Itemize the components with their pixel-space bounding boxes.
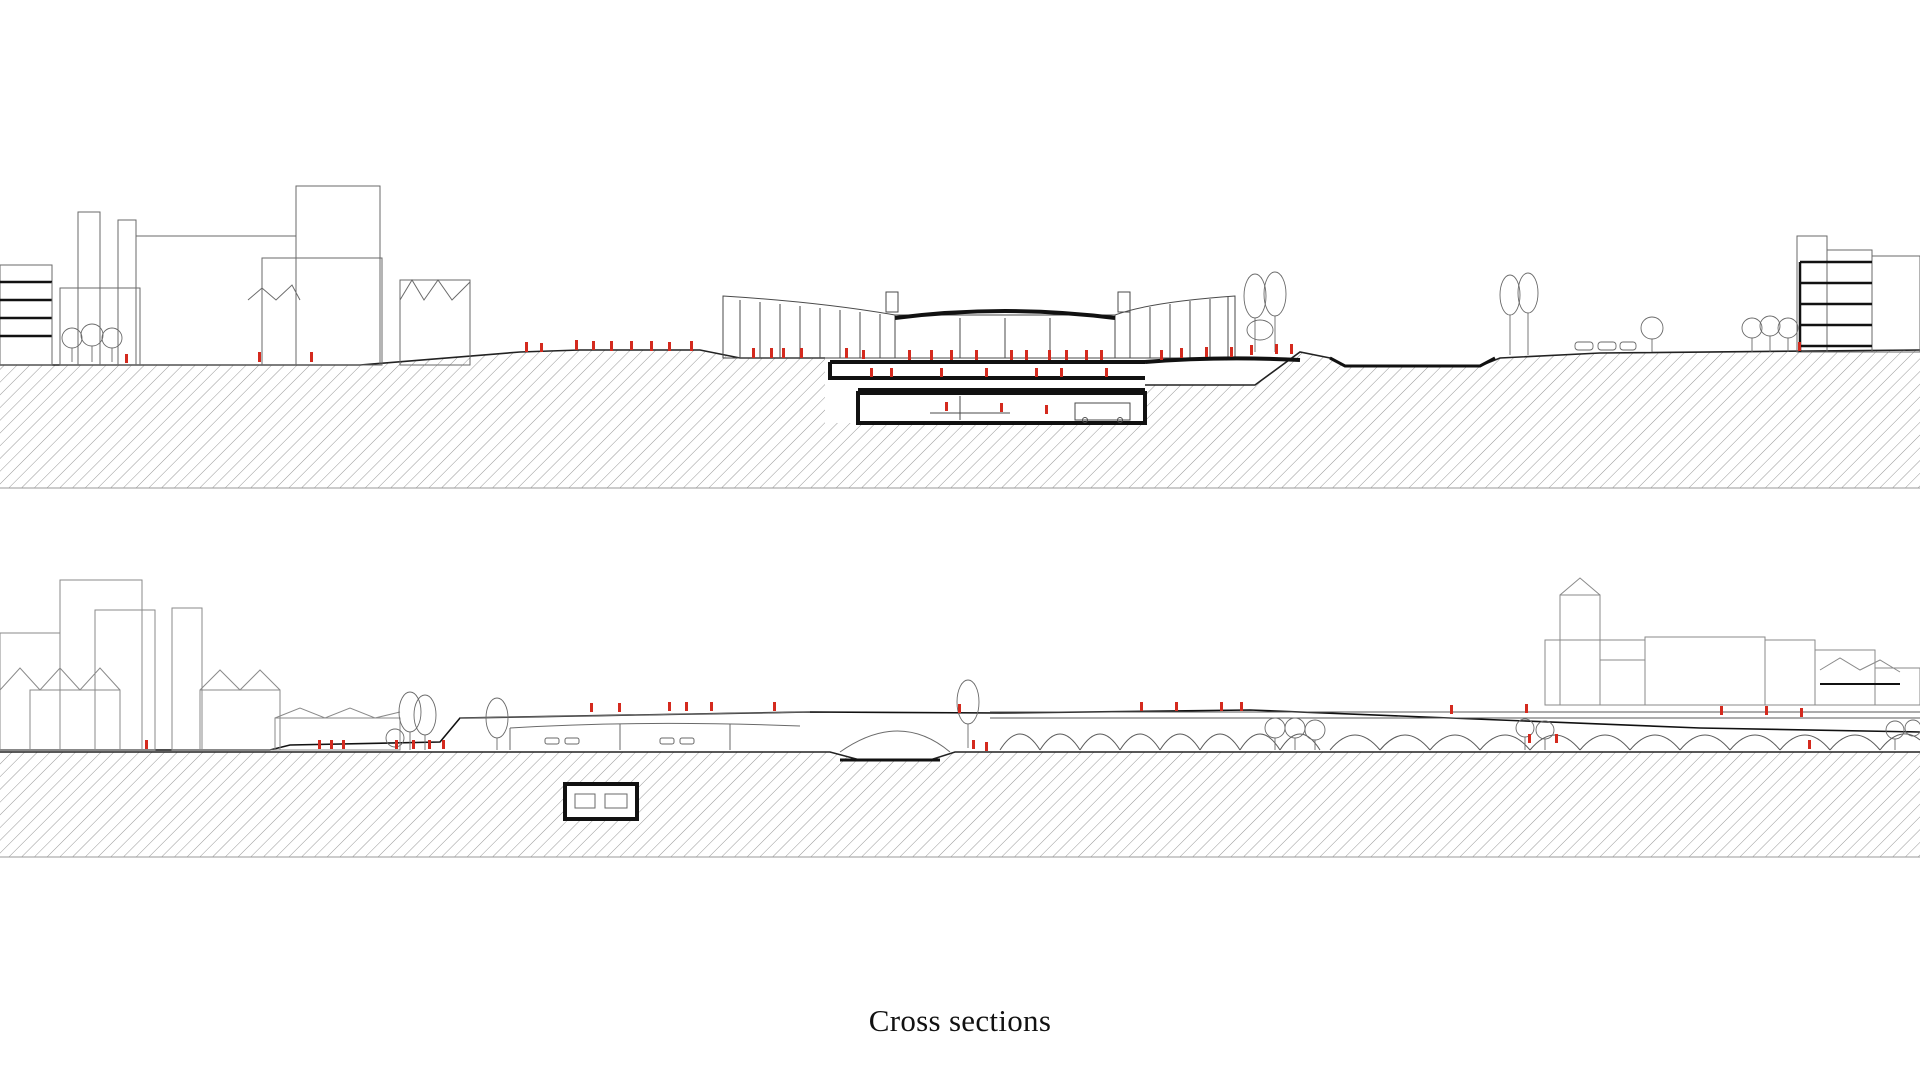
covered-canal (839, 730, 951, 753)
trees-lower (385, 679, 1920, 750)
city-block-left (0, 185, 471, 366)
city-block-left-lower (0, 579, 401, 751)
section-upper (0, 185, 1920, 489)
central-building-structure (828, 309, 1301, 425)
surface-line-lower (0, 709, 1920, 751)
tunnel-box (563, 782, 639, 821)
central-building (722, 291, 1236, 359)
people-upper (125, 340, 1801, 414)
arcade-lower (990, 711, 1920, 751)
city-block-right-lower (1544, 577, 1920, 706)
ground-mass-lower (0, 752, 1920, 857)
water-channel (1329, 356, 1496, 368)
viaduct-lower (459, 711, 811, 750)
underground-platform (930, 396, 1131, 423)
section-lower (0, 577, 1920, 858)
people-lower (145, 702, 1811, 751)
cars-upper (1574, 341, 1637, 351)
city-block-right (1796, 235, 1920, 353)
trees-left-upper (61, 323, 123, 362)
trees-right-upper (1243, 271, 1799, 355)
caption-title: Cross sections (868, 1003, 1052, 1038)
ground-mass-upper (0, 350, 1920, 488)
